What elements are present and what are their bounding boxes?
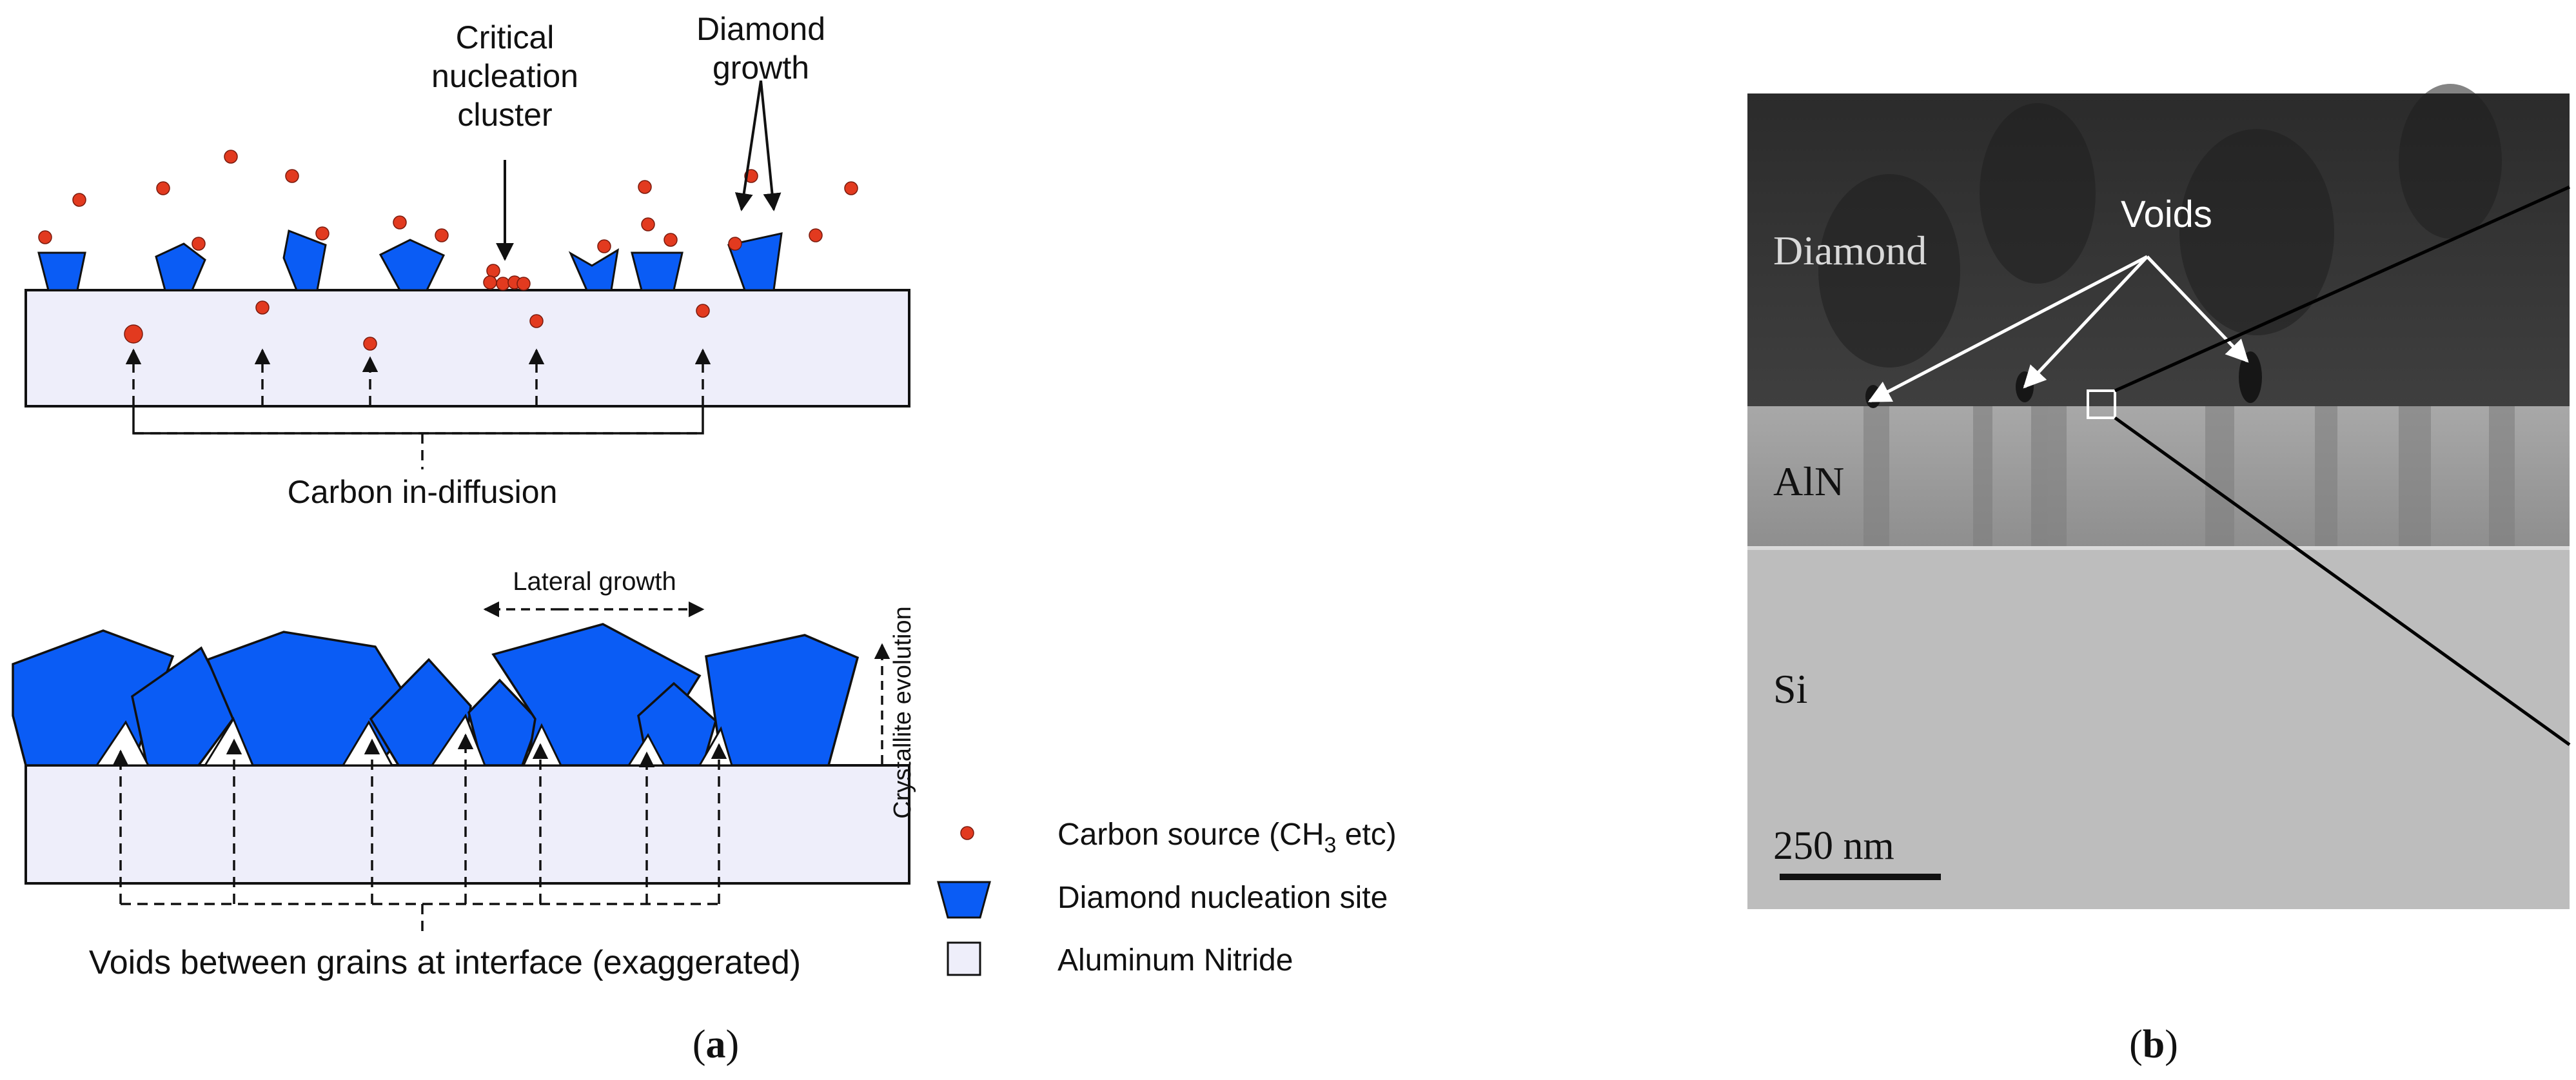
label-critical-1: Critical	[456, 19, 555, 55]
caption-b: (b)	[2129, 1023, 2178, 1066]
legend-carbon-label: Carbon source (CH3 etc)	[1057, 818, 1397, 858]
panel-a-top: Critical nucleation cluster Diamond grow…	[25, 11, 910, 510]
nucleation-site	[155, 242, 206, 291]
label-carbon-in-diffusion: Carbon in-diffusion	[288, 474, 558, 510]
legend-nucleation-icon	[937, 881, 991, 919]
void-pointer-arrows	[1867, 255, 2249, 403]
label-voids-b: Voids	[2121, 193, 2212, 235]
si-layer	[1747, 550, 2570, 909]
zoom-box	[2087, 389, 2116, 419]
legend-aln-icon	[947, 941, 981, 976]
label-lateral-growth: Lateral growth	[513, 567, 676, 596]
panel-b: Voids Diamond AlN Si 250 nm	[1747, 84, 2571, 909]
caption-a: (a)	[693, 1023, 739, 1066]
diamond-grains	[12, 623, 860, 767]
carbon-dots-top	[38, 150, 858, 253]
aln-substrate-top	[25, 289, 910, 407]
label-si: Si	[1773, 666, 1807, 712]
legend: Carbon source (CH3 etc) Diamond nucleati…	[937, 818, 1397, 977]
label-diamond-growth-2: growth	[713, 50, 809, 86]
nucleation-site	[568, 248, 619, 291]
carbon-dots-in-aln	[124, 300, 710, 351]
aln-substrate-bottom	[25, 764, 910, 885]
nucleation-site	[37, 251, 86, 291]
aln-columns	[1863, 406, 2515, 548]
nucleation-sites-top	[37, 229, 783, 291]
void-arrows	[112, 733, 727, 932]
scale-bar-label: 250 nm	[1773, 824, 1894, 868]
label-critical-3: cluster	[457, 97, 552, 133]
label-critical-2: nucleation	[431, 58, 578, 94]
nucleation-site	[727, 232, 783, 291]
label-crystallite-evolution: Crystallite evolution	[889, 606, 916, 818]
critical-cluster	[483, 264, 531, 291]
legend-carbon-icon	[960, 826, 974, 840]
legend-nucleation-label: Diamond nucleation site	[1057, 881, 1388, 915]
nucleation-site	[282, 229, 327, 291]
legend-aln-label: Aluminum Nitride	[1057, 943, 1293, 977]
label-aln: AlN	[1773, 458, 1844, 504]
in-diffusion-arrows	[125, 348, 711, 469]
panel-a-bottom: Lateral growth Crystallite evolution Voi…	[12, 567, 916, 981]
diamond-texture	[1818, 84, 2502, 368]
zoom-lines	[2114, 185, 2571, 747]
nucleation-site	[631, 251, 683, 291]
label-diamond-growth-1: Diamond	[696, 11, 825, 47]
callout-arrows-top	[496, 80, 782, 261]
label-voids-interface: Voids between grains at interface (exagg…	[89, 944, 801, 981]
nucleation-site	[379, 239, 446, 291]
label-diamond: Diamond	[1773, 228, 1927, 273]
scale-bar	[1780, 874, 1941, 880]
